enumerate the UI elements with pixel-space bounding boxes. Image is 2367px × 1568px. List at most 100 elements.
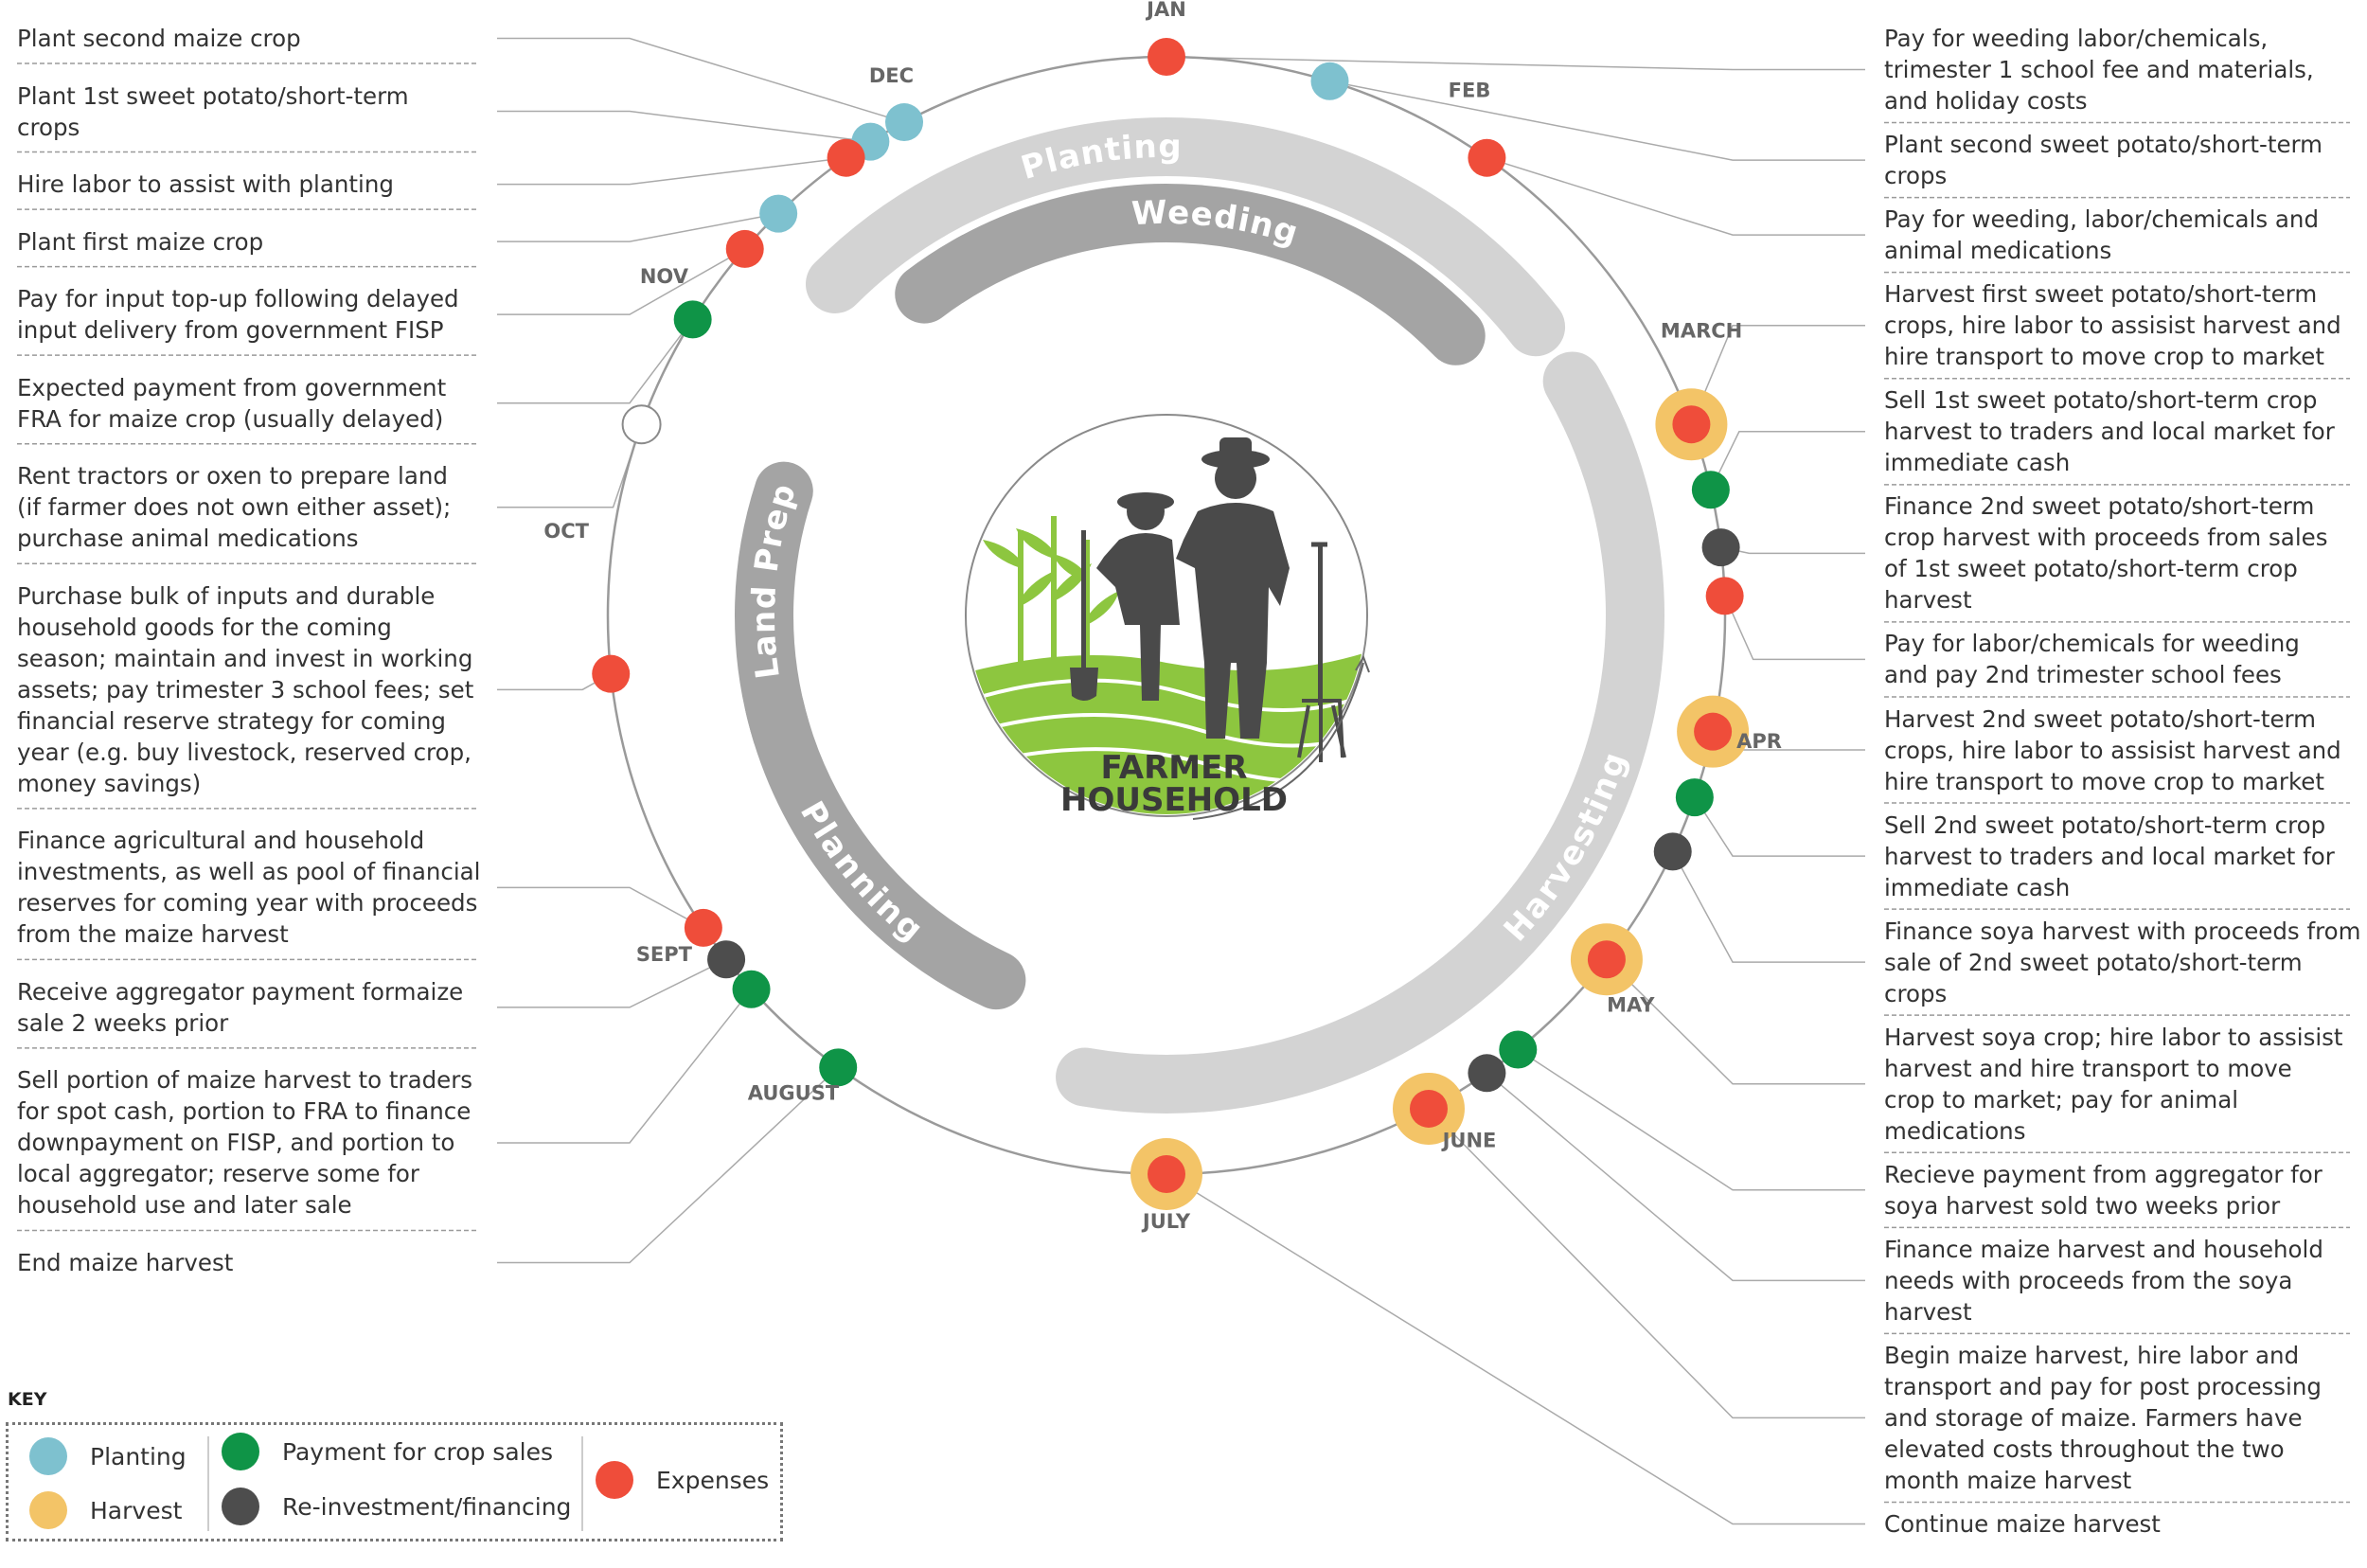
leader-line: [1428, 1108, 1865, 1419]
crop_sales-marker: [732, 970, 771, 1008]
month-label-march: MARCH: [1661, 320, 1742, 343]
expenses-marker: [1705, 577, 1744, 615]
key-item-planting: Planting: [29, 1437, 187, 1475]
leader-line: [1166, 1173, 1865, 1525]
leader-line: [497, 989, 753, 1144]
legend-key: Planting Harvest Payment for crop sales …: [6, 1422, 783, 1541]
key-item-expenses: Expenses: [596, 1461, 769, 1499]
month-label-feb: FEB: [1449, 80, 1491, 102]
crop_sales-marker: [819, 1048, 858, 1087]
reinvestment-marker: [1653, 832, 1692, 871]
leader-line: [497, 37, 905, 123]
leader-line: [1486, 1072, 1865, 1282]
month-labels: JANFEBMARCHAPRMAYJUNEJULYAUGUSTSEPTOCTNO…: [543, 0, 1781, 1233]
month-label-june: JUNE: [1441, 1129, 1497, 1151]
leader-line: [1606, 958, 1865, 1085]
crop_sales-marker: [673, 300, 712, 339]
leader-line: [497, 248, 746, 315]
key-label-reinvestment: Re-investment/financing: [282, 1492, 572, 1521]
month-label-oct: OCT: [543, 520, 589, 543]
month-label-dec: DEC: [869, 64, 914, 87]
expenses-marker: [592, 654, 631, 693]
event-text: Plant second maize crop: [17, 25, 301, 52]
key-label-planting: Planting: [90, 1442, 187, 1470]
leader-line: [1723, 596, 1865, 661]
month-label-sept: SEPT: [636, 943, 693, 966]
key-divider: [207, 1436, 209, 1531]
reinvestment-dot-icon: [222, 1488, 259, 1525]
center-emblem: FARMER HOUSEHOLD: [965, 414, 1370, 820]
event-text: Rent tractors or oxen to prepare land(if…: [17, 462, 452, 553]
month-label-nov: NOV: [640, 265, 689, 288]
event-text: Pay for weeding labor/chemicals,trimeste…: [1884, 25, 2314, 115]
expenses-marker: [827, 138, 865, 177]
planting-marker: [1310, 62, 1349, 100]
expense-dot: [1694, 712, 1733, 751]
arc-label-harvesting: Harvesting: [1497, 747, 1635, 949]
arc-label-planning: Planning: [792, 795, 931, 950]
leader-line: [497, 958, 727, 1008]
key-item-harvest: Harvest: [29, 1491, 182, 1529]
leader-line: [497, 110, 871, 143]
planting-marker: [759, 194, 798, 233]
crop_sales-marker: [1675, 778, 1714, 817]
planting-marker: [885, 103, 924, 142]
leader-line: [1486, 156, 1865, 236]
expense-dot: [1409, 1089, 1448, 1128]
key-label-harvest: Harvest: [90, 1496, 183, 1524]
reinvestment-marker: [707, 940, 746, 979]
expenses-dot-icon: [596, 1461, 633, 1499]
expenses-marker: [1468, 138, 1506, 177]
expense-dot: [1148, 1155, 1185, 1193]
harvest-dot-icon: [29, 1491, 67, 1529]
reinvestment-marker: [1701, 528, 1740, 567]
key-item-crop-sales: Payment for crop sales: [222, 1433, 553, 1470]
crop_sales-marker: [1691, 471, 1730, 509]
event-text: Sell portion of maize harvest to traders…: [17, 1066, 473, 1220]
leader-line: [1672, 850, 1865, 963]
leader-line: [1720, 546, 1865, 555]
center-label-line1: FARMER: [1100, 749, 1247, 787]
open-marker: [621, 404, 662, 445]
expense-dot: [1672, 405, 1711, 444]
reinvestment-marker: [1468, 1054, 1506, 1093]
arc-weeding: [895, 184, 1486, 365]
leader-line: [1694, 796, 1865, 857]
event-text: Plant first maize crop: [17, 227, 264, 256]
month-label-july: JULY: [1141, 1210, 1191, 1233]
leader-line: [497, 1066, 839, 1264]
event-text: Hire labor to assist with planting: [17, 170, 394, 199]
arc-harvesting: [1056, 351, 1664, 1114]
key-divider: [581, 1436, 583, 1531]
expenses-marker: [684, 908, 722, 947]
leader-lines: [17, 37, 2350, 1525]
event-text: End maize harvest: [17, 1249, 234, 1276]
event-markers: [592, 38, 1750, 1210]
leader-line: [497, 886, 704, 929]
leader-line: [497, 212, 779, 242]
event-text: Harvest soya crop; hire labor to assisis…: [1884, 1023, 2343, 1145]
farmer-woman-icon: [1070, 492, 1180, 701]
month-label-may: MAY: [1607, 993, 1655, 1016]
arc-planning: [744, 676, 1026, 1010]
expenses-marker: [725, 229, 764, 268]
key-label-expenses: Expenses: [656, 1466, 770, 1494]
farmer-man-icon: [1176, 437, 1346, 762]
